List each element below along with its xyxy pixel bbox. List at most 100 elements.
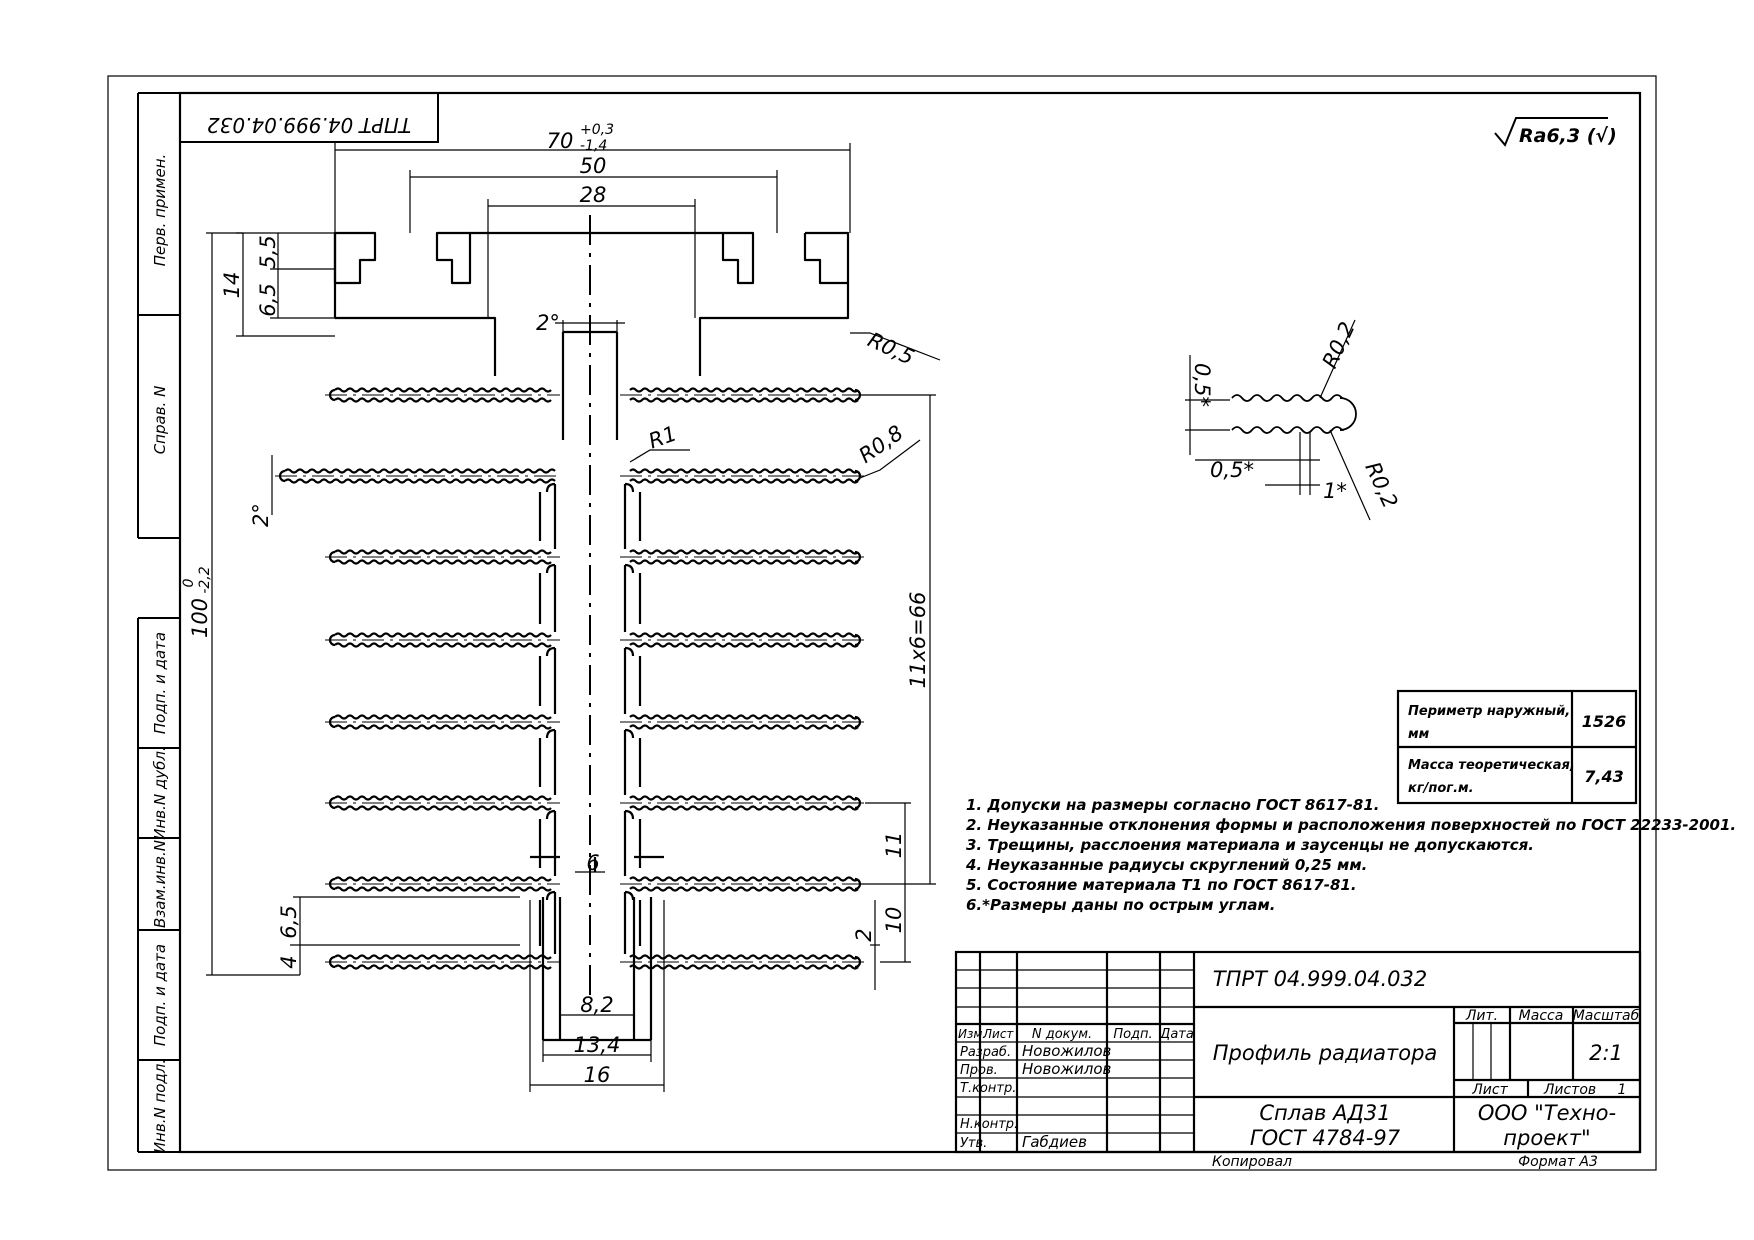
side-label-sprav-n: Справ. N: [151, 386, 169, 455]
fin-8-right: [620, 954, 865, 970]
dim-angle-top: 2°: [536, 311, 560, 335]
dim-14: 14: [220, 272, 244, 299]
note-4: 4. Неуказанные радиусы скруглений 0,25 м…: [965, 856, 1367, 874]
property-mass-value: 7,43: [1584, 767, 1623, 786]
properties-table: [1396, 689, 1638, 805]
side-labels: Перв. примен. Справ. N Подп. и дата Инв.…: [151, 154, 169, 1153]
listov-label: Листов: [1543, 1082, 1596, 1098]
property-perimeter-label-1: Периметр наружный,: [1408, 704, 1570, 719]
stem-segment-5: [538, 809, 642, 876]
profile-drawing: [275, 231, 865, 1042]
material-1: Сплав АД31: [1259, 1101, 1390, 1125]
fin-2-left: [275, 468, 560, 484]
note-1: 1. Допуски на размеры согласно ГОСТ 8617…: [966, 796, 1379, 814]
fins: [275, 387, 865, 970]
fin-6-left: [325, 795, 560, 811]
side-label-inv-podl: Инв.N подл.: [151, 1059, 169, 1153]
stem-segment-3: [538, 646, 642, 714]
scale-value: 2:1: [1589, 1041, 1623, 1065]
head-podp: Подп.: [1113, 1027, 1152, 1042]
row-razrab: Разраб.: [960, 1045, 1011, 1060]
side-label-podp-data-1: Подп. и дата: [151, 632, 169, 734]
title-block-texts: ТПРТ 04.999.04.032 Профиль радиатора Спл…: [958, 967, 1640, 1170]
list-label: Лист: [1471, 1082, 1508, 1098]
dim-70-tol-upper: +0,3: [580, 122, 614, 138]
doc-code: ТПРТ 04.999.04.032: [1213, 967, 1427, 991]
dim-4: 4: [277, 955, 301, 968]
head-ndokum: N докум.: [1032, 1027, 1092, 1042]
dim-50: 50: [580, 154, 607, 178]
stem-segment-2: [538, 563, 642, 632]
fin-6-right: [620, 795, 865, 811]
dim-28: 28: [580, 183, 607, 207]
roughness-text: Ra6,3 (√): [1519, 125, 1617, 147]
top-flange-outline: [333, 231, 377, 285]
sheet-frame: [107, 75, 1657, 1171]
note-3: 3. Трещины, расслоения материала и заусе…: [966, 836, 1534, 854]
roughness-mark: Ra6,3 (√): [1494, 117, 1617, 147]
company-1: ООО "Техно-: [1478, 1101, 1616, 1125]
drawing-title: Профиль радиатора: [1213, 1041, 1438, 1065]
dim-5-5: 5,5: [256, 235, 280, 268]
dim-11x6: 11x6=66: [906, 592, 930, 689]
fin-8-left: [325, 954, 560, 970]
fin-3-left: [325, 549, 560, 565]
company-2: проект": [1503, 1126, 1590, 1150]
fin-5-left: [325, 714, 560, 730]
dim-2: 2: [852, 928, 876, 941]
note-2: 2. Неуказанные отклонения формы и распол…: [966, 816, 1736, 834]
masshtab-label: Масштаб: [1573, 1008, 1640, 1024]
side-label-perv-primen: Перв. примен.: [151, 154, 169, 267]
row-utv: Утв.: [960, 1136, 987, 1151]
row-nkontr: Н.контр.: [960, 1117, 1018, 1132]
fin-7-right: [620, 876, 865, 892]
fin-3-right: [620, 549, 865, 565]
row-tkontr: Т.контр.: [960, 1081, 1016, 1096]
stem-segment-1: [538, 482, 642, 549]
property-perimeter-label-2: мм: [1408, 727, 1430, 742]
dim-angle-left: 2°: [249, 503, 273, 527]
stem-segment-4: [538, 728, 642, 795]
fin-2-right: [620, 468, 865, 484]
properties-texts: Периметр наружный, мм 1526 Масса теорети…: [1408, 704, 1626, 796]
dim-100: 100: [188, 598, 212, 638]
technical-notes: 1. Допуски на размеры согласно ГОСТ 8617…: [965, 796, 1736, 914]
dim-r1: R1: [645, 421, 679, 453]
side-label-podp-data-2: Подп. и дата: [151, 944, 169, 1046]
fin-4-right: [620, 632, 865, 648]
detail-r02-bottom: R0,2: [1360, 458, 1402, 512]
dim-100-tol-lower: -2,2: [197, 566, 213, 593]
dim-70: 70: [547, 129, 574, 153]
massa-label: Масса: [1519, 1008, 1564, 1024]
dim-r08: R0,8: [854, 421, 907, 468]
note-6: 6.*Размеры даны по острым углам.: [966, 896, 1275, 914]
title-block: [954, 950, 1642, 1154]
lit-label: Лит.: [1465, 1008, 1498, 1024]
property-mass-label-2: кг/пог.м.: [1408, 781, 1474, 796]
fin-1-left: [325, 387, 560, 403]
dim-70-tol-lower: -1,4: [580, 138, 607, 154]
detail-r02-top: R0,2: [1318, 318, 1360, 372]
side-label-inv-dubl: Инв.N дубл.: [151, 746, 169, 839]
fin-4-left: [325, 632, 560, 648]
dim-13-4: 13,4: [574, 1033, 621, 1057]
prov-name: Новожилов: [1022, 1060, 1112, 1078]
dimension-lines: [206, 143, 941, 1092]
row-prov: Пров.: [960, 1063, 998, 1078]
dim-11: 11: [882, 832, 906, 859]
listov-value: 1: [1618, 1082, 1627, 1098]
property-mass-label-1: Масса теоретическая,: [1408, 758, 1575, 773]
note-5: 5. Состояние материала Т1 по ГОСТ 8617-8…: [966, 876, 1357, 894]
head-data: Дата: [1159, 1027, 1194, 1042]
detail-1: 1*: [1323, 479, 1347, 503]
head-izm: Изм.: [958, 1027, 986, 1041]
dim-16: 16: [584, 1063, 611, 1087]
detail-05-vert: 0,5*: [1190, 363, 1214, 407]
fin-tip-detail: [1185, 319, 1371, 521]
fin-1-right: [620, 387, 865, 403]
dim-6-5-bottom: 6,5: [277, 905, 301, 938]
dim-r05: R0,5: [864, 328, 918, 370]
material-2: ГОСТ 4784-97: [1250, 1126, 1401, 1150]
head-list: Лист: [982, 1027, 1014, 1041]
